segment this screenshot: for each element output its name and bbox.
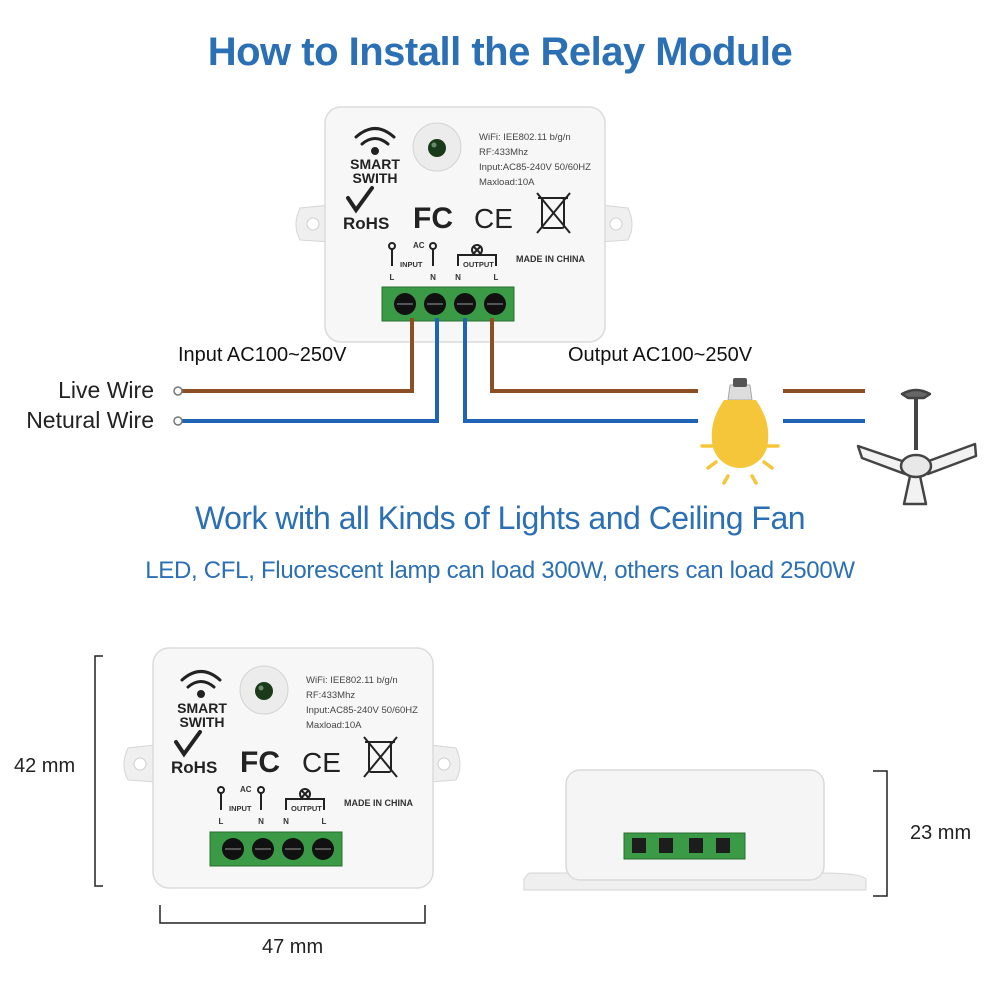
live-wire-input [182, 318, 414, 393]
fcc-mark: FC [413, 202, 453, 235]
pairing-button [412, 122, 462, 172]
live-wire-output [490, 318, 698, 393]
made-in-label: MADE IN CHINA [516, 254, 585, 264]
live-wire-label: Live Wire [58, 377, 154, 403]
rohs-mark: RoHS [343, 214, 389, 233]
terminal-label-out-n: N [455, 273, 461, 282]
light-bulb-icon [700, 378, 780, 485]
live-wire-terminal [173, 386, 183, 396]
wifi-icon [180, 670, 222, 698]
ceiling-fan-icon [856, 388, 978, 506]
made-in-label: MADE IN CHINA [344, 798, 413, 808]
compatibility-headline: Work with all Kinds of Lights and Ceilin… [194, 500, 806, 536]
terminal-label-out-n: N [283, 817, 289, 826]
terminal-block [381, 286, 515, 322]
depth-dimension-label: 23 mm [910, 822, 972, 844]
ce-mark: CE [302, 747, 341, 778]
terminal-label-in-n: N [430, 273, 436, 282]
pairing-button [239, 665, 289, 715]
output-legend: OUTPUT [291, 804, 322, 813]
output-voltage-label: Output AC100~250V [568, 344, 753, 366]
terminal-block [209, 831, 343, 867]
height-dimension-label: 42 mm [14, 755, 76, 777]
terminal-label-out-l: L [494, 273, 499, 282]
input-legend: INPUT [400, 260, 423, 269]
ac-label: AC [413, 241, 425, 250]
neutral-wire-output [463, 318, 698, 423]
terminal-label-in-l: L [219, 817, 224, 826]
neutral-wire-label: Netural Wire [26, 407, 154, 433]
spec-maxload: Maxload:10A [306, 720, 362, 731]
brand-line1: SMART [177, 700, 227, 716]
ce-mark: CE [474, 203, 513, 234]
input-legend: INPUT [229, 804, 252, 813]
terminal-label-in-n: N [258, 817, 264, 826]
side-terminal-block [623, 832, 746, 860]
input-voltage-label: Input AC100~250V [178, 344, 347, 366]
weee-bin-icon [363, 736, 398, 778]
checkmark-icon [346, 186, 374, 214]
brand-line2: SWITH [179, 714, 224, 730]
load-capacity-detail: LED, CFL, Fluorescent lamp can load 300W… [145, 557, 855, 584]
neutral-wire-terminal [173, 416, 183, 426]
brand-line1: SMART [350, 156, 400, 172]
width-dimension-line [159, 905, 426, 924]
terminal-label-in-l: L [390, 273, 395, 282]
relay-module-side [523, 769, 867, 891]
brand-line2: SWITH [352, 170, 397, 186]
height-dimension-line [94, 655, 103, 887]
ac-label: AC [240, 785, 252, 794]
checkmark-icon [174, 730, 202, 758]
wires [182, 318, 865, 423]
spec-input: Input:AC85-240V 50/60HZ [479, 162, 591, 173]
spec-rf: RF:433Mhz [306, 690, 355, 701]
spec-wifi: WiFi: IEE802.11 b/g/n [306, 675, 398, 686]
spec-wifi: WiFi: IEE802.11 b/g/n [479, 132, 571, 143]
weee-bin-icon [536, 192, 571, 234]
relay-module-top: SMART SWITH WiFi: IEE802.11 b/g/n RF:433… [295, 106, 633, 343]
page-title: How to Install the Relay Module [207, 30, 793, 74]
spec-maxload: Maxload:10A [479, 177, 535, 188]
neutral-wire-input [182, 318, 439, 423]
width-dimension-label: 47 mm [262, 936, 324, 958]
spec-input: Input:AC85-240V 50/60HZ [306, 705, 418, 716]
spec-rf: RF:433Mhz [479, 147, 528, 158]
terminal-label-out-l: L [322, 817, 327, 826]
dimension-lines [94, 655, 888, 924]
relay-module-front: SMART SWITH WiFi: IEE802.11 b/g/n RF:433… [123, 647, 461, 889]
depth-dimension-line [873, 770, 888, 897]
output-legend: OUTPUT [463, 260, 494, 269]
fcc-mark: FC [240, 746, 280, 779]
wifi-icon [354, 127, 396, 155]
rohs-mark: RoHS [171, 758, 217, 777]
